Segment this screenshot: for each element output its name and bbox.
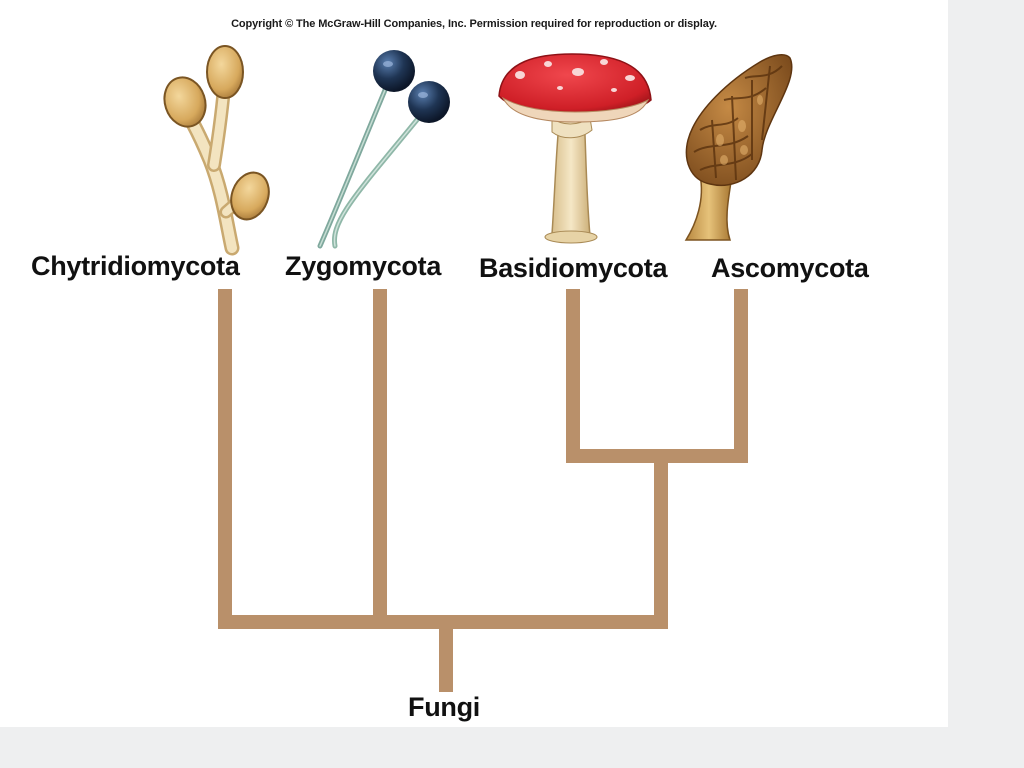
morel-illustration [684,54,793,241]
red-mushroom-illustration [498,53,652,244]
taxon-label-zygomycota: Zygomycota [285,251,442,281]
taxon-label-basidiomycota: Basidiomycota [479,253,668,283]
zygomycete-sporangia-illustration [317,50,450,249]
taxon-label-chytridiomycota: Chytridiomycota [31,251,240,281]
cladogram-branches [218,289,748,692]
taxon-label-ascomycota: Ascomycota [711,253,869,283]
copyright-notice: Copyright © The McGraw-Hill Companies, I… [231,18,717,30]
root-label-fungi: Fungi [408,692,480,722]
slide-canvas [0,0,948,727]
chytrid-sporangia-illustration [163,45,270,256]
